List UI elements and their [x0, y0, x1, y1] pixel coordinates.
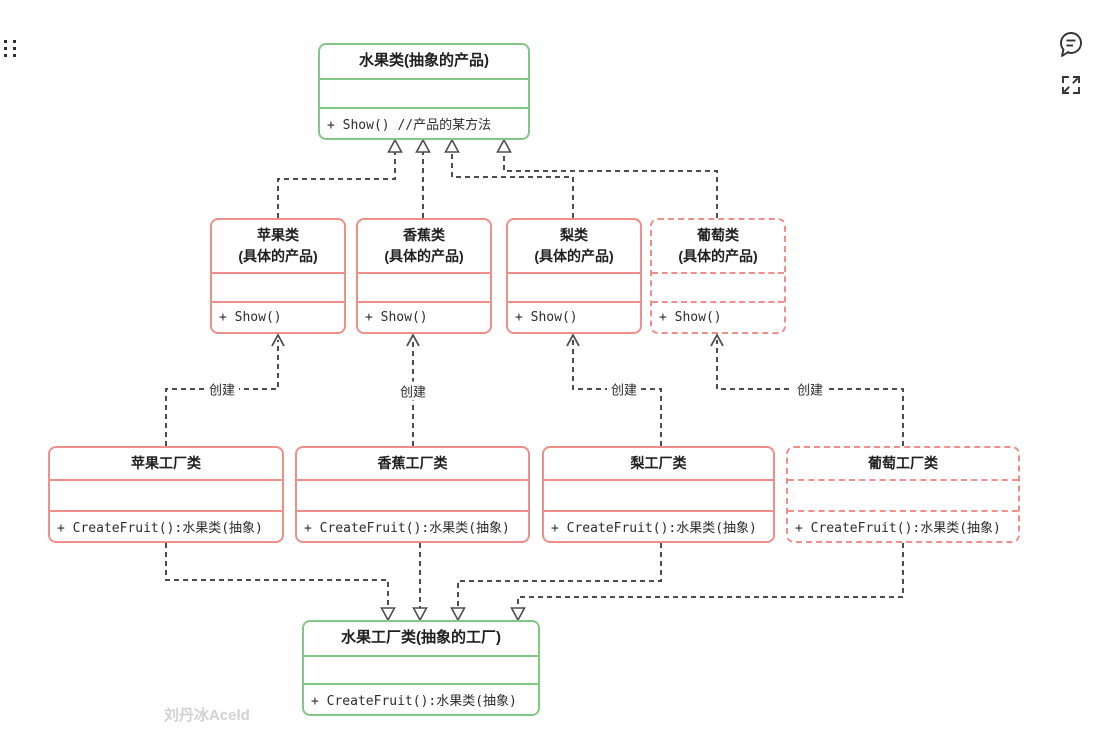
class-box-apple[interactable]: 苹果类(具体的产品) + Show() [210, 218, 346, 334]
class-box-grape[interactable]: 葡萄类(具体的产品) + Show() [650, 218, 786, 334]
class-title-apple-factory: 苹果工厂类 [131, 455, 201, 471]
class-attributes-grape-factory [788, 479, 1018, 510]
class-method-fruit: + Show() //产品的某方法 [320, 107, 528, 138]
class-attributes-grape [652, 272, 784, 301]
class-box-fruit-factory[interactable]: 水果工厂类(抽象的工厂) + CreateFruit():水果类(抽象) [302, 620, 540, 716]
edge-applefactory-creates-apple[interactable] [165, 340, 279, 446]
class-method-fruit-factory: + CreateFruit():水果类(抽象) [304, 683, 538, 714]
edge-grapefactory-creates-grape[interactable] [716, 340, 904, 446]
class-method-banana-factory: + CreateFruit():水果类(抽象) [297, 510, 528, 541]
expand-icon[interactable] [1060, 74, 1082, 96]
class-box-grape-factory[interactable]: 葡萄工厂类 + CreateFruit():水果类(抽象) [786, 446, 1020, 543]
arrowhead-bananafactory-to-fruitfactory [412, 607, 428, 622]
arrowhead-applefactory-to-fruitfactory [380, 607, 396, 622]
class-title-grape-factory: 葡萄工厂类 [868, 455, 938, 471]
corner-toolbar [1057, 30, 1085, 96]
class-attributes-apple [212, 272, 344, 301]
class-method-apple: + Show() [212, 301, 344, 332]
comment-icon[interactable] [1057, 30, 1085, 60]
class-title-pear-factory: 梨工厂类 [630, 455, 687, 471]
edge-grape-to-fruit[interactable] [503, 152, 718, 218]
class-title-apple: 苹果类(具体的产品) [238, 227, 318, 264]
class-method-banana: + Show() [358, 301, 490, 332]
arrowhead-grape-to-fruit [496, 138, 512, 153]
class-title-banana: 香蕉类(具体的产品) [384, 227, 464, 264]
class-title-grape: 葡萄类(具体的产品) [678, 227, 758, 264]
class-method-grape-factory: + CreateFruit():水果类(抽象) [788, 510, 1018, 541]
class-method-pear: + Show() [508, 301, 640, 332]
class-attributes-banana-factory [297, 479, 528, 510]
class-box-apple-factory[interactable]: 苹果工厂类 + CreateFruit():水果类(抽象) [48, 446, 284, 543]
class-method-pear-factory: + CreateFruit():水果类(抽象) [544, 510, 773, 541]
arrowhead-pearfactory-to-fruitfactory [450, 607, 466, 622]
edge-pearfactory-creates-pear[interactable] [572, 340, 662, 446]
class-title-fruit: 水果类(抽象的产品) [359, 52, 489, 69]
arrowhead-grapefactory-to-fruitfactory [510, 607, 526, 622]
edge-apple-to-fruit[interactable] [277, 152, 396, 218]
class-attributes-banana [358, 272, 490, 301]
arrowhead-grapefactory-creates-grape [710, 333, 724, 347]
class-box-fruit[interactable]: 水果类(抽象的产品) + Show() //产品的某方法 [318, 43, 530, 140]
class-attributes-apple-factory [50, 479, 282, 510]
drag-handle-icon[interactable] [4, 40, 17, 59]
arrowhead-banana-to-fruit [415, 138, 431, 153]
class-attributes-pear [508, 272, 640, 301]
edge-pearfactory-to-fruitfactory[interactable] [457, 543, 662, 608]
class-attributes-fruit-factory [304, 654, 538, 684]
class-title-pear: 梨类(具体的产品) [534, 227, 614, 264]
arrowhead-pear-to-fruit [444, 138, 460, 153]
arrowhead-apple-to-fruit [387, 138, 403, 153]
class-method-apple-factory: + CreateFruit():水果类(抽象) [50, 510, 282, 541]
class-method-grape: + Show() [652, 301, 784, 332]
class-attributes-fruit [320, 77, 528, 108]
class-box-pear-factory[interactable]: 梨工厂类 + CreateFruit():水果类(抽象) [542, 446, 775, 543]
edge-applefactory-to-fruitfactory[interactable] [165, 543, 389, 608]
edge-pear-to-fruit[interactable] [451, 152, 574, 218]
arrowhead-applefactory-creates-apple [271, 333, 285, 347]
arrowhead-bananafactory-creates-banana [406, 333, 420, 347]
class-title-fruit-factory: 水果工厂类(抽象的工厂) [341, 629, 501, 646]
arrowhead-pearfactory-creates-pear [566, 333, 580, 347]
class-box-pear[interactable]: 梨类(具体的产品) + Show() [506, 218, 642, 334]
class-box-banana-factory[interactable]: 香蕉工厂类 + CreateFruit():水果类(抽象) [295, 446, 530, 543]
edge-grapefactory-to-fruitfactory[interactable] [517, 543, 904, 608]
class-title-banana-factory: 香蕉工厂类 [377, 455, 448, 471]
class-attributes-pear-factory [544, 479, 773, 510]
class-box-banana[interactable]: 香蕉类(具体的产品) + Show() [356, 218, 492, 334]
